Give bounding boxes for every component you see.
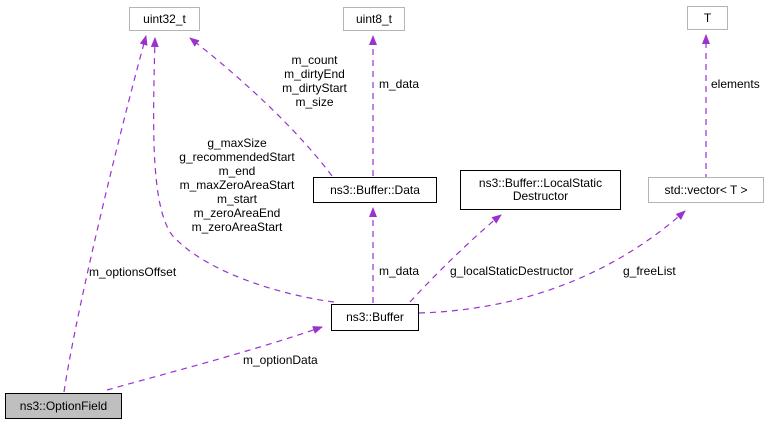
node-std-vector: std::vector< T > xyxy=(648,177,764,203)
edge-label-m-data-bufferdata: m_data xyxy=(379,77,420,91)
node-buffer-data-label: ns3::Buffer::Data xyxy=(330,182,420,197)
node-optionfield-main: ns3::OptionField xyxy=(5,393,122,419)
edge-label-buffer-uint32-members: g_maxSize g_recommendedStart m_end m_max… xyxy=(179,136,295,234)
node-uint32-t-label: uint32_t xyxy=(143,11,186,26)
node-buffer[interactable]: ns3::Buffer xyxy=(331,304,419,331)
node-buffer-label: ns3::Buffer xyxy=(346,310,404,324)
edge-label-m-optiondata: m_optionData xyxy=(243,353,318,367)
edge-buffer-to-uint32t xyxy=(150,37,335,303)
edge-label-m-optionsoffset: m_optionsOffset xyxy=(89,265,177,279)
node-buffer-data[interactable]: ns3::Buffer::Data xyxy=(313,177,437,203)
edge-label-bufferdata-uint32-members: m_count m_dirtyEnd m_dirtyStart m_size xyxy=(282,53,347,109)
edge-label-g-freelist: g_freeList xyxy=(623,264,676,278)
edge-label-elements: elements xyxy=(711,77,760,91)
edge-buffer-to-localstaticdestructor xyxy=(409,214,502,303)
edge-bufferdata-to-uint32t xyxy=(189,37,333,177)
node-uint8-t-label: uint8_t xyxy=(355,11,393,26)
edge-optionfield-to-buffer xyxy=(106,326,323,391)
node-uint8-t: uint8_t xyxy=(343,7,405,31)
edge-buffer-to-stdvector xyxy=(418,210,686,314)
node-optionfield-label: ns3::OptionField xyxy=(19,398,108,413)
node-t-template-param: T xyxy=(687,6,728,30)
edge-label-g-localstaticdestructor: g_localStaticDestructor xyxy=(450,264,574,278)
node-t-label: T xyxy=(703,10,712,25)
node-local-static-destructor-label: ns3::Buffer::LocalStatic Destructor xyxy=(478,176,603,203)
node-uint32-t: uint32_t xyxy=(129,7,200,31)
edge-optionfield-to-uint32t xyxy=(63,35,148,393)
node-local-static-destructor[interactable]: ns3::Buffer::LocalStatic Destructor xyxy=(460,170,621,210)
edge-label-m-data-buffer: m_data xyxy=(379,264,420,278)
node-std-vector-label: std::vector< T > xyxy=(664,182,748,197)
